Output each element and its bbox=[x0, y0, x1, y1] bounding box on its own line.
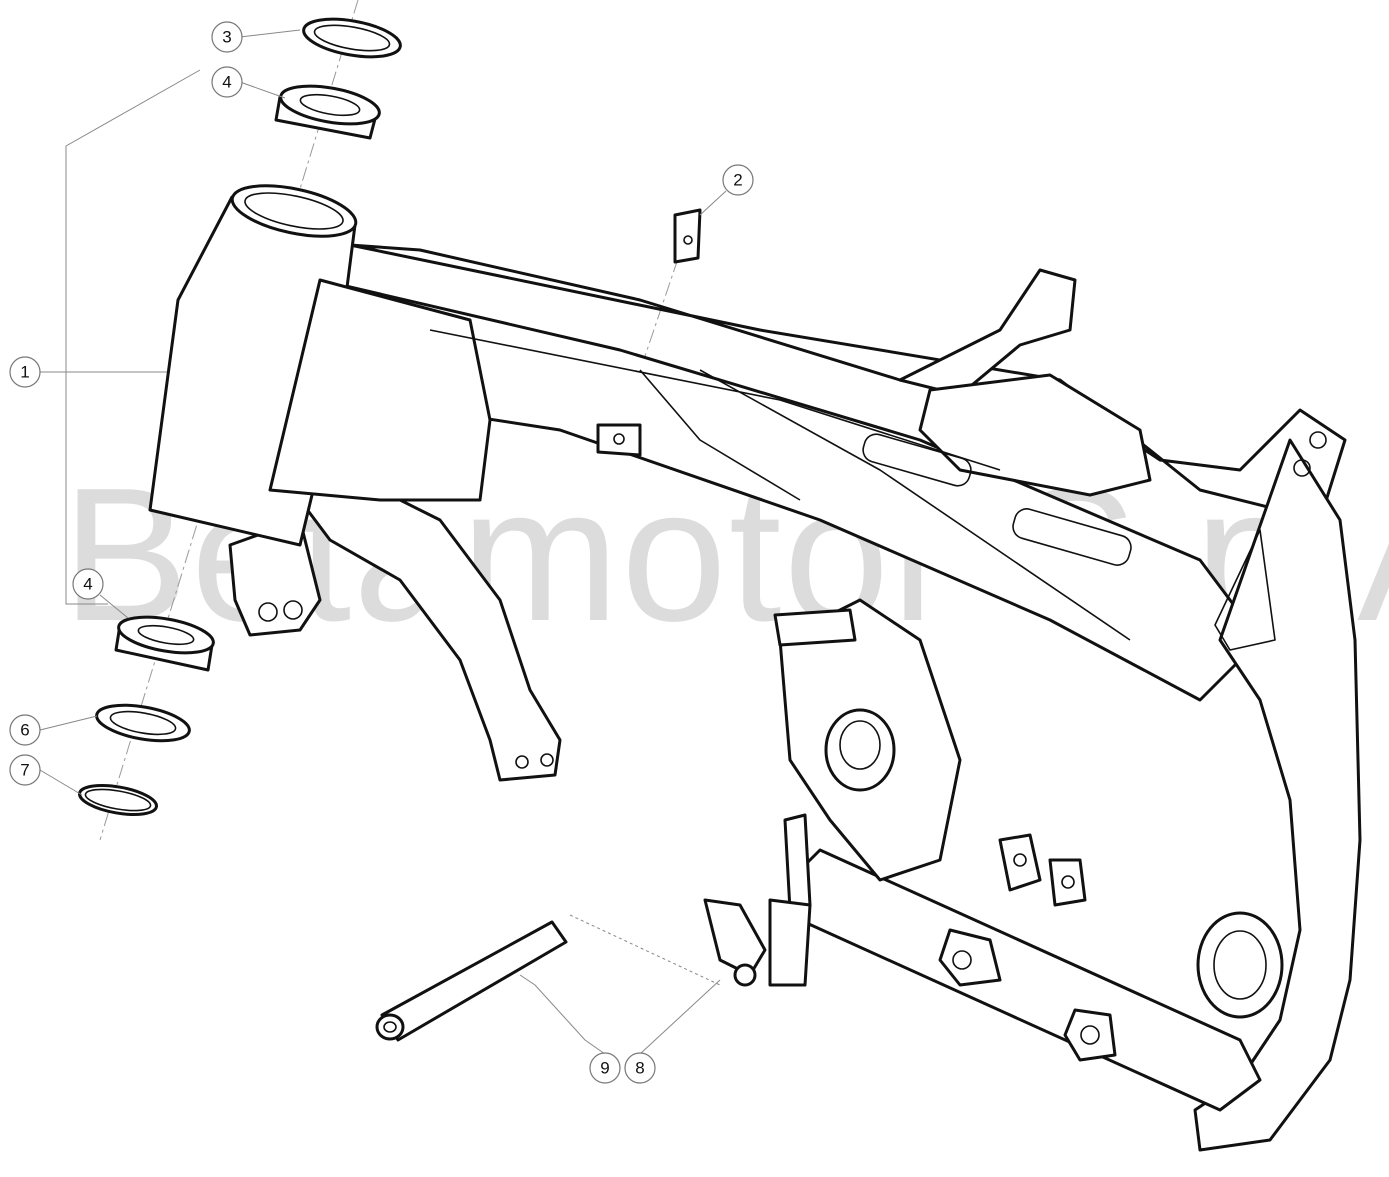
leader-7 bbox=[39, 769, 83, 796]
shock-boss bbox=[824, 708, 896, 792]
assembly-dash-line bbox=[569, 914, 721, 986]
leader-6 bbox=[39, 715, 98, 731]
callout-4-lower: 4 bbox=[72, 568, 104, 600]
svg-text:4: 4 bbox=[222, 73, 231, 92]
svg-text:2: 2 bbox=[733, 171, 742, 190]
leader-4b bbox=[99, 594, 129, 619]
pivot-crossbar bbox=[788, 848, 1262, 1112]
rear-cradle-window bbox=[1214, 529, 1276, 651]
clip-axis-line bbox=[619, 234, 687, 431]
part-4-lower-bearing bbox=[114, 615, 215, 672]
part-8-side-stand-pin bbox=[703, 813, 812, 987]
mount-hole bbox=[283, 600, 303, 620]
tab bbox=[1048, 858, 1087, 907]
callout-6: 6 bbox=[9, 714, 41, 746]
part-6-lower-seal bbox=[95, 703, 191, 743]
lug-hole bbox=[952, 950, 972, 970]
pivot-bore bbox=[1213, 930, 1267, 1000]
tab bbox=[998, 833, 1042, 892]
svg-text:6: 6 bbox=[20, 721, 29, 740]
bracket-hole bbox=[613, 433, 625, 445]
svg-text:8: 8 bbox=[635, 1059, 644, 1078]
head-gusset-plate bbox=[268, 278, 492, 502]
lug-hole bbox=[1080, 1025, 1100, 1045]
leader-2 bbox=[699, 190, 727, 216]
tank-mount-block bbox=[918, 373, 1152, 497]
part-3-dust-seal bbox=[302, 17, 402, 59]
part-2-clip bbox=[673, 208, 702, 264]
steering-axis-line bbox=[99, 0, 359, 841]
lug bbox=[1063, 1008, 1117, 1062]
part-7-o-ring bbox=[78, 784, 158, 816]
leader-9 bbox=[519, 974, 606, 1055]
part-4-upper-bearing bbox=[274, 84, 381, 140]
frame-detail-line bbox=[699, 369, 1131, 641]
callout-9: 9 bbox=[589, 1052, 621, 1084]
mount-hole bbox=[258, 602, 278, 622]
mount-hole bbox=[540, 753, 554, 767]
callout-7: 7 bbox=[9, 754, 41, 786]
leader-4a bbox=[239, 81, 286, 99]
leader-8 bbox=[639, 979, 721, 1055]
pivot-boss bbox=[1196, 911, 1284, 1019]
tab bbox=[773, 608, 857, 647]
callout-2: 2 bbox=[722, 164, 754, 196]
frame-detail-line bbox=[639, 369, 801, 501]
callout-1: 1 bbox=[9, 356, 41, 388]
callout-8: 8 bbox=[624, 1052, 656, 1084]
shock-bore bbox=[839, 720, 881, 770]
beam-bracket bbox=[596, 423, 642, 457]
svg-text:1: 1 bbox=[20, 363, 29, 382]
head-tube-bore bbox=[244, 192, 344, 230]
callout-3: 3 bbox=[211, 21, 243, 53]
part-9-tube bbox=[375, 920, 568, 1042]
tab-hole bbox=[1061, 875, 1075, 889]
callout-4-upper: 4 bbox=[211, 66, 243, 98]
mount-hole bbox=[1309, 431, 1327, 449]
frame-slot bbox=[862, 433, 972, 487]
tab-hole bbox=[1013, 853, 1027, 867]
svg-text:7: 7 bbox=[20, 761, 29, 780]
svg-text:3: 3 bbox=[222, 28, 231, 47]
mount-hole bbox=[1293, 459, 1311, 477]
svg-text:9: 9 bbox=[600, 1059, 609, 1078]
rear-cradle bbox=[1193, 438, 1362, 1152]
head-tube-top bbox=[230, 184, 358, 238]
bracket-line-1 bbox=[65, 69, 201, 605]
motorcycle-frame bbox=[148, 184, 1362, 1152]
mount-hole bbox=[515, 755, 529, 769]
frame-slot bbox=[1012, 508, 1132, 566]
svg-text:4: 4 bbox=[83, 575, 92, 594]
frame-detail-line bbox=[429, 329, 1001, 471]
leader-3 bbox=[239, 29, 301, 38]
